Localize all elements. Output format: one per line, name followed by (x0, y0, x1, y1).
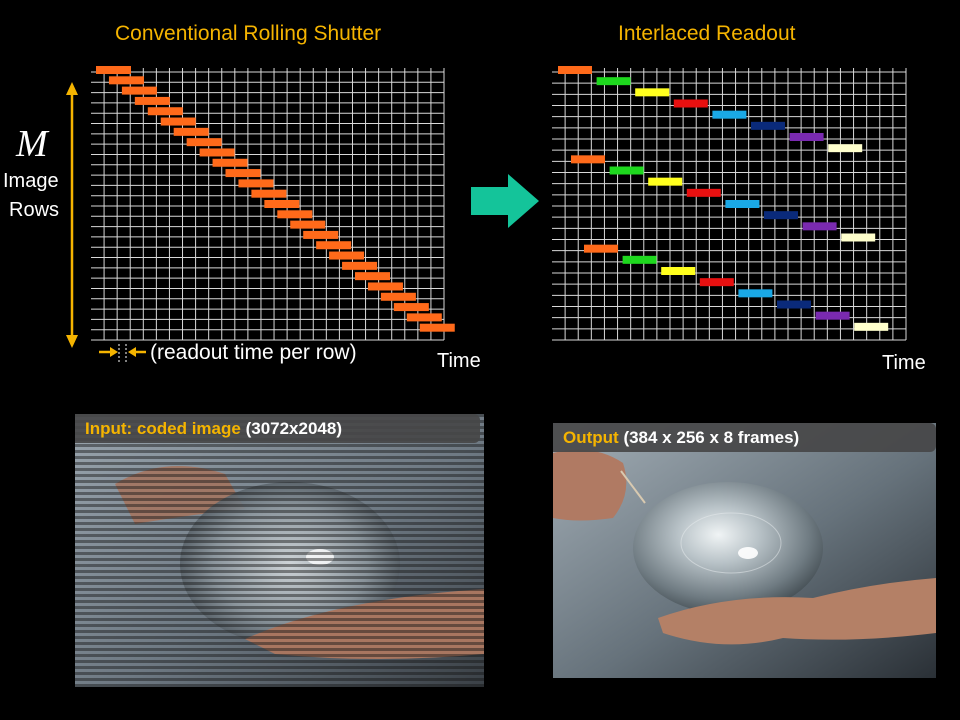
row-readout-bar (212, 158, 248, 167)
interlaced-readout-bar (686, 188, 721, 197)
interlaced-readout-bar (648, 177, 683, 186)
row-readout-bar (303, 230, 339, 239)
transition-arrow (471, 174, 539, 228)
right-diagram-title: Interlaced Readout (618, 22, 796, 45)
interlaced-readout-bar (802, 222, 837, 231)
row-readout-bar (160, 117, 196, 126)
interlaced-readout-bar (571, 155, 605, 164)
interlaced-readout-bar (738, 289, 773, 298)
output-frame-image (553, 423, 936, 678)
interlaced-readout-bar (673, 99, 708, 108)
rows-symbol: M (16, 123, 48, 165)
row-readout-bar (264, 200, 300, 208)
interlaced-readout-bar (725, 200, 760, 208)
interlaced-readout-bar (609, 166, 644, 175)
interlaced-readout-bar (777, 300, 811, 309)
readout-time-arrows (99, 344, 146, 364)
output-label-bar: Output (384 x 256 x 8 frames) (553, 423, 936, 452)
interlaced-readout-bar (815, 311, 850, 320)
row-readout-bar (238, 179, 274, 188)
interlaced-readout-bar (584, 244, 618, 253)
output-label-prefix: Output (563, 428, 619, 447)
row-readout-bar (329, 251, 365, 260)
interlaced-readout-bar (841, 233, 876, 242)
row-readout-bar (147, 107, 183, 116)
interlaced-readout-bar (596, 77, 631, 86)
row-readout-bar (199, 148, 235, 157)
left-diagram-title: Conventional Rolling Shutter (115, 22, 382, 45)
input-panel: Input: coded image (3072x2048) (75, 414, 484, 687)
interlaced-readout-bar (854, 322, 889, 331)
row-readout-bar (380, 292, 416, 301)
interlaced-readout-bar (789, 133, 824, 141)
rows-label-line1: Image (3, 170, 59, 192)
left-readout-bars (96, 66, 455, 332)
row-readout-bar (367, 282, 403, 291)
input-label-bar: Input: coded image (3072x2048) (75, 414, 480, 443)
interlaced-readout-bar (751, 121, 785, 130)
row-readout-bar (316, 241, 352, 250)
row-readout-bar (225, 169, 261, 178)
interlaced-readout-bar (764, 211, 798, 220)
rows-label-line2: Rows (9, 199, 60, 221)
output-label-suffix: (384 x 256 x 8 frames) (623, 428, 800, 447)
row-readout-bar (419, 323, 455, 332)
rows-double-arrow (66, 82, 78, 348)
right-time-label: Time (882, 352, 926, 374)
interlaced-readout-bar (635, 88, 670, 97)
row-readout-bar (406, 313, 442, 322)
row-readout-bar (393, 303, 429, 312)
row-readout-bar (121, 86, 157, 95)
readout-time-note: (readout time per row) (150, 341, 357, 364)
interlaced-readout-bar (712, 110, 747, 119)
row-readout-bar (108, 76, 144, 85)
left-time-label: Time (437, 350, 481, 372)
interlaced-readout-bar (699, 278, 734, 287)
right-readout-bars (558, 66, 889, 331)
input-coded-image (75, 414, 484, 687)
row-readout-bar (173, 127, 209, 136)
row-readout-bar (342, 261, 378, 270)
row-readout-bar (355, 272, 390, 281)
row-readout-bar (277, 210, 313, 219)
row-readout-bar (290, 220, 326, 229)
row-readout-bar (186, 138, 222, 147)
input-label-suffix: (3072x2048) (245, 419, 342, 438)
interlaced-readout-bar (828, 144, 863, 153)
interlaced-readout-bar (622, 255, 657, 264)
right-grid (552, 68, 907, 341)
output-panel: Output (384 x 256 x 8 frames) (553, 423, 936, 678)
interlaced-readout-bar (661, 267, 696, 275)
row-readout-bar (134, 96, 170, 105)
row-readout-bar (251, 189, 287, 198)
interlaced-readout-bar (558, 66, 592, 74)
input-label-prefix: Input: coded image (85, 419, 241, 438)
row-readout-bar (96, 66, 131, 74)
